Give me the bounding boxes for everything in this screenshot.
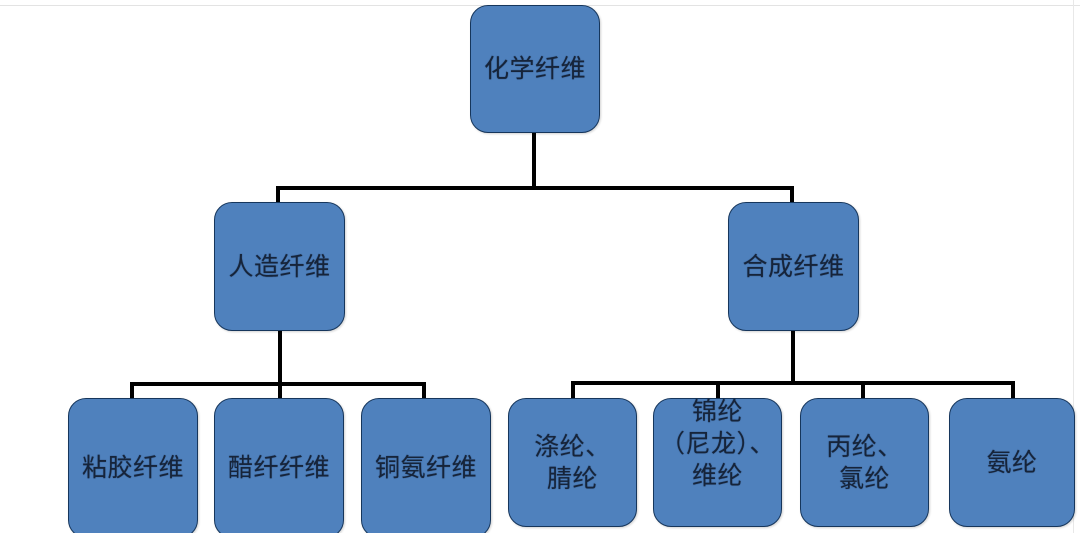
connector-drop-spandex [1011, 381, 1015, 399]
node-label: 氨纶 [986, 447, 1038, 477]
node-artificial-fiber[interactable]: 人造纤维 [214, 202, 345, 331]
connector-drop-artificial [276, 186, 280, 204]
node-cupro-fiber[interactable]: 铜氨纤维 [361, 398, 491, 533]
node-label: 铜氨纤维 [374, 453, 477, 482]
node-label: 化学纤维 [483, 54, 586, 83]
node-acetate-fiber[interactable]: 醋纤纤维 [214, 398, 344, 533]
node-polyester-acrylic[interactable]: 涤纶、 腈纶 [508, 398, 637, 527]
node-nylon-vinylon[interactable]: 锦纶 （尼龙）、 维纶 [653, 397, 782, 527]
node-viscose-fiber[interactable]: 粘胶纤维 [68, 398, 198, 533]
connector-drop-viscose [130, 382, 134, 399]
node-label: 丙纶、 氯纶 [826, 431, 903, 493]
node-spandex[interactable]: 氨纶 [949, 398, 1075, 527]
node-label: 锦纶 （尼龙）、 维纶 [659, 397, 775, 490]
node-label: 合成纤维 [742, 251, 845, 281]
node-label: 人造纤维 [228, 251, 331, 281]
node-polypropylene-chlorofiber[interactable]: 丙纶、 氯纶 [800, 398, 929, 527]
connector-drop-polypropylene [861, 381, 865, 399]
connector-artificial-stem [278, 330, 282, 386]
connector-root-stem [532, 131, 536, 189]
node-label: 醋纤纤维 [227, 453, 330, 482]
node-synthetic-fiber[interactable]: 合成纤维 [728, 202, 859, 331]
node-root-chemical-fiber[interactable]: 化学纤维 [470, 5, 600, 133]
connector-drop-acetate [278, 382, 282, 399]
connector-drop-cupro [422, 382, 426, 399]
connector-drop-polyester [571, 381, 575, 399]
connector-drop-nylon [716, 381, 720, 399]
node-label: 粘胶纤维 [81, 453, 184, 482]
connector-synthetic-stem [791, 330, 795, 384]
connector-drop-synthetic [790, 186, 794, 204]
connector-right-children-bar [571, 381, 1015, 385]
node-label: 涤纶、 腈纶 [534, 431, 611, 493]
page-rule-right [1073, 0, 1074, 533]
connector-level2-bar [276, 186, 794, 190]
